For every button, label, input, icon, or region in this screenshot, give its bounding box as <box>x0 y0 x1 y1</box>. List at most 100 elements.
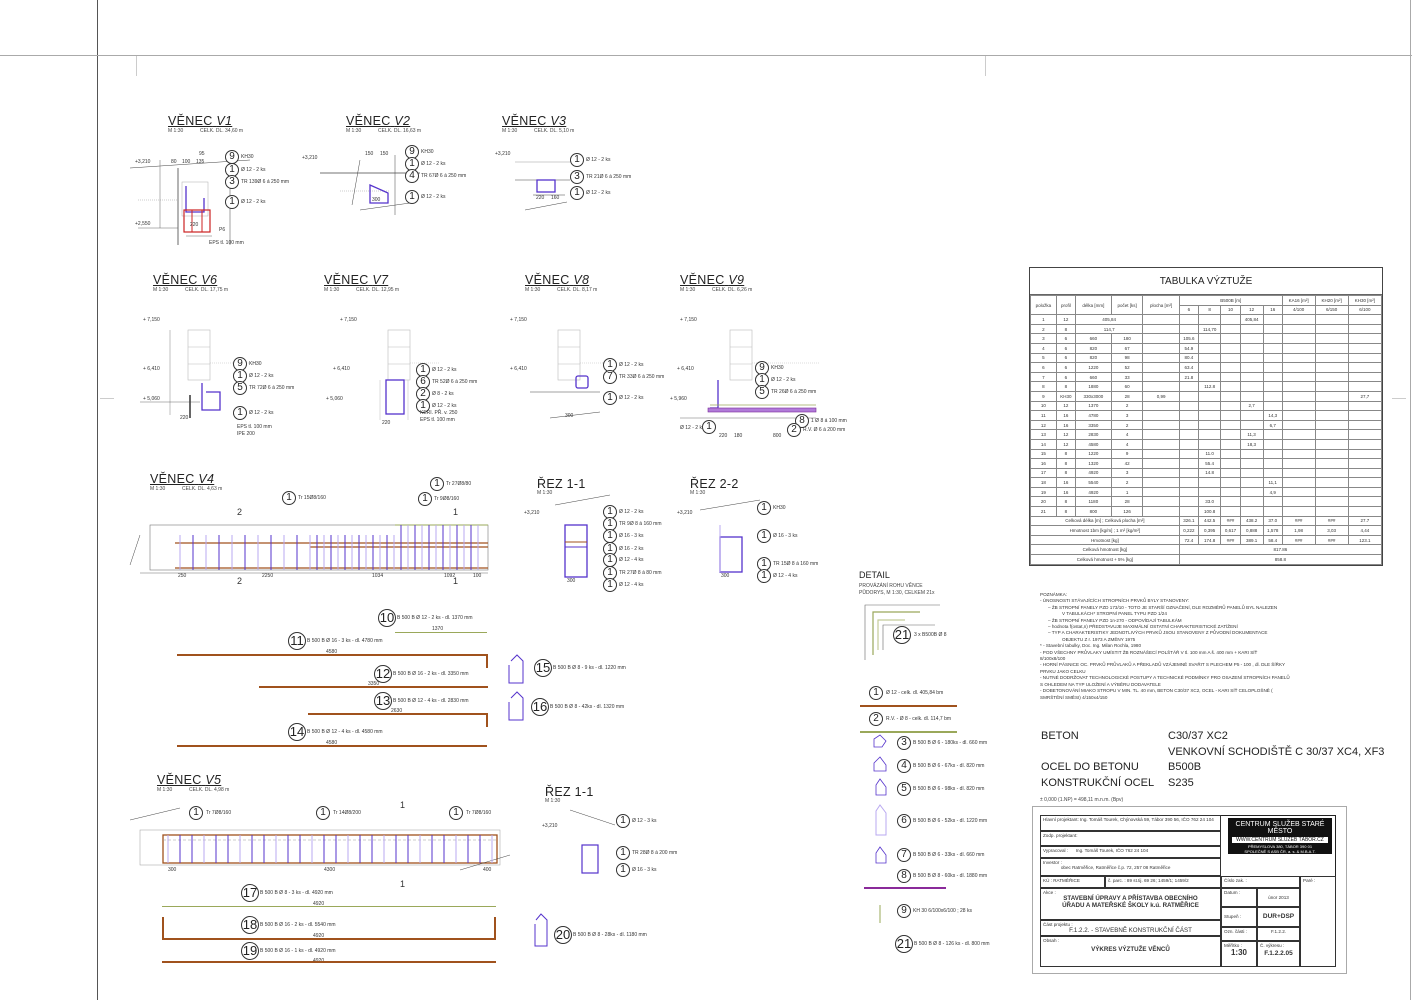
table-cell: 12 <box>1030 419 1057 431</box>
table-cell <box>1281 314 1316 325</box>
callout-text: Tr 7Ø8/160 <box>206 810 232 816</box>
bar-text: B 500 B Ø 16 - 2 ks - dl. 5540 mm <box>260 922 336 928</box>
table-cell <box>1220 477 1241 488</box>
tb-label: Ozn. části : <box>1221 927 1257 941</box>
table-cell <box>1220 314 1241 325</box>
callout-text: Tr 7Ø8/160 <box>466 810 492 816</box>
detail-scale: M 1:30 <box>680 287 696 293</box>
callout-text: Ø 12 - 2 ks <box>771 377 796 383</box>
table-cell: 8 <box>1055 458 1076 469</box>
table-cell <box>1197 352 1222 364</box>
bar-length: 1370 <box>432 626 444 632</box>
callout-marker: 3 <box>570 170 584 184</box>
table-cell <box>1178 419 1199 431</box>
table-cell <box>1347 352 1383 364</box>
table-cell <box>1197 429 1222 440</box>
table-cell: 5540 <box>1074 477 1112 488</box>
sheet-border-top <box>0 55 1412 56</box>
table-cell <box>1262 390 1283 402</box>
bar-line <box>308 713 488 715</box>
table-cell: 6 <box>1055 342 1076 354</box>
table-cell <box>1220 419 1241 431</box>
table-cell <box>1347 467 1383 479</box>
bar-marker: 16 <box>531 698 549 716</box>
callout-marker: 1 <box>616 846 630 860</box>
bar-line <box>259 686 488 688</box>
table-cell <box>1281 381 1316 392</box>
legend-text: B 500 B Ø 6 - 98ks - dl. 820 mm <box>913 786 985 792</box>
table-cell: 1 <box>1030 314 1057 325</box>
callout-text: Ø 12 - 2 ks <box>586 157 611 163</box>
col-header: KH20 [m²] <box>1314 295 1349 306</box>
table-cell <box>1281 467 1316 479</box>
detail-title: ŘEZ 1-1 <box>537 477 586 491</box>
level-mark: +3,210 <box>495 151 511 157</box>
table-cell: 114,7 <box>1074 323 1144 335</box>
table-cell <box>1197 333 1222 344</box>
bar-text: B 500 B Ø 8 - 42ks - dl. 1320 mm <box>550 704 625 710</box>
table-cell <box>1347 381 1383 392</box>
totals-row: Celková délka [m] ; Celková plocha [m²]3… <box>1030 515 1383 527</box>
table-cell: 112.8 <box>1197 381 1222 392</box>
table-cell: 0,617 <box>1220 525 1241 536</box>
level-mark: + 6,410 <box>333 366 350 372</box>
table-cell: 7 <box>1030 371 1057 383</box>
table-cell <box>1314 467 1349 479</box>
table-cell <box>1262 333 1283 344</box>
table-cell <box>1239 486 1264 498</box>
table-cell: 18,3 <box>1239 438 1264 450</box>
tb-label: Část projektu : <box>1043 922 1073 927</box>
bar-line <box>162 906 496 907</box>
callout-marker: 1 <box>225 195 239 209</box>
table-cell <box>1220 458 1241 469</box>
callout-text: TR 27Ø 8 á 80 mm <box>619 570 662 576</box>
title-block-outer <box>1032 806 1347 974</box>
table-cell: 14.8 <box>1197 467 1222 479</box>
callout-marker: 1 <box>416 399 430 413</box>
table-cell <box>1220 371 1241 383</box>
legend-marker: 8 <box>897 869 911 883</box>
table-cell: 21 <box>1030 506 1057 517</box>
callout-marker: 1 <box>405 190 419 204</box>
callout-marker: 1 <box>757 529 771 543</box>
callout-text: Ø 12 - 2 ks <box>421 194 446 200</box>
table-cell <box>1197 342 1222 354</box>
callout-text: Ø 16 - 3 ks <box>632 867 657 873</box>
callout-text: Ø 12 - 4 ks <box>619 557 644 563</box>
table-cell: 98 <box>1110 352 1144 364</box>
callout-text: Ø 12 - 2 ks <box>432 367 457 373</box>
table-cell: 4920 <box>1074 467 1112 479</box>
level-mark: +3,210 <box>677 510 693 516</box>
table-cell: 8 <box>1055 381 1076 392</box>
callout-text: KH30 <box>421 149 434 155</box>
table-cell <box>1142 467 1180 479</box>
detail-length: CELK. DL. 34,60 m <box>200 128 244 134</box>
callout-text: Tr 9Ø8/160 <box>434 496 460 502</box>
detail-scale: M 1:30 <box>545 798 561 804</box>
table-cell <box>1314 506 1349 517</box>
col-header: plocha [m²] <box>1142 294 1180 316</box>
tb-responsible: Zodp. projektant: <box>1040 831 1221 846</box>
table-cell: 1320 <box>1074 458 1112 469</box>
detail-scale: M 1:30 <box>150 486 166 492</box>
table-cell <box>1281 496 1316 508</box>
detail-length: CELK. DL. 6,26 m <box>712 287 753 293</box>
tb-copies: Paré : <box>1300 876 1336 967</box>
detail-length: CELK. DL. 8,17 m <box>557 287 598 293</box>
table-cell <box>1262 458 1283 469</box>
table-cell: 11,3 <box>1239 429 1264 440</box>
label-eps: EPS tl. 100 mm <box>237 424 272 430</box>
bar-hook <box>486 713 488 727</box>
table-cell: 54.9 <box>1178 342 1199 354</box>
grand-label: Celková hmotnost [kg] <box>1030 544 1180 556</box>
table-cell: 12 <box>1055 314 1076 325</box>
callout-text: Ø 12 - 2 ks <box>432 403 457 409</box>
sub-header: 12 <box>1239 304 1264 316</box>
table-cell <box>1197 390 1222 402</box>
